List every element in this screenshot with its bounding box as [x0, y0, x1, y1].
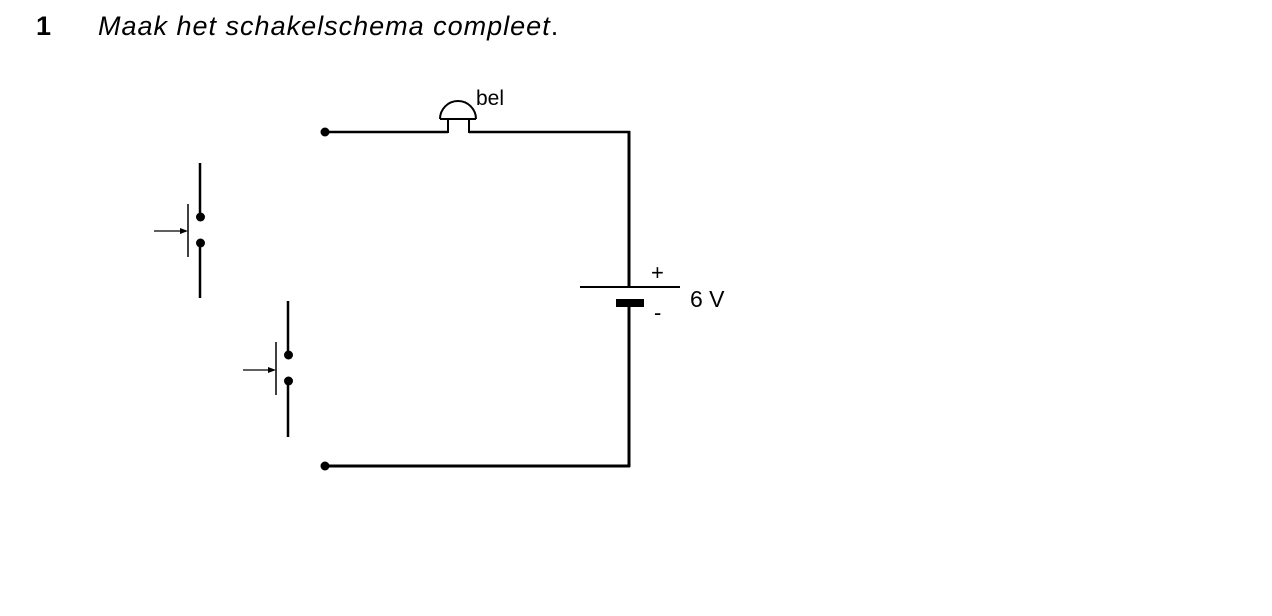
bell-label: bel — [476, 87, 504, 110]
question-text: Maak het schakelschema compleet — [98, 10, 551, 41]
push-button-switch-2 — [243, 301, 293, 437]
bottom-wire-terminal — [320, 461, 330, 471]
push-button-switch-1 — [154, 163, 205, 298]
question-line: 1 Maak het schakelschema compleet. — [36, 8, 559, 44]
battery-minus-label: - — [654, 300, 661, 325]
top-wire-terminal — [320, 127, 330, 137]
battery-plus-label: + — [651, 260, 664, 285]
battery-icon — [580, 286, 680, 307]
question-number: 1 — [36, 10, 52, 41]
bell-icon — [439, 100, 477, 133]
question-period: . — [550, 10, 560, 41]
battery-voltage-label: 6 V — [690, 286, 725, 312]
